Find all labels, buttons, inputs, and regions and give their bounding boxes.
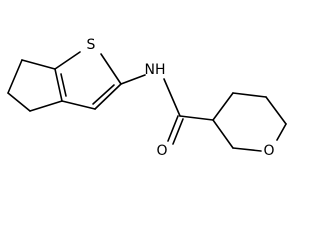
bond-c2-c3-inner [92, 84, 115, 105]
molecule-structure: S NH O O [7, 37, 287, 159]
bond-c3-c3a [61, 100, 96, 110]
ring-oxygen-label: O [263, 143, 274, 159]
amide-group [120, 74, 214, 145]
bond-c2-n [120, 74, 146, 85]
bond-carbonyl-ring [179, 115, 214, 121]
bond-c6-c5 [7, 59, 23, 94]
carbonyl-oxygen-label: O [156, 143, 167, 159]
bond-c5-c4 [7, 92, 31, 112]
bond-c6a-s [54, 51, 81, 70]
bond-c2-c3 [94, 83, 122, 110]
bond-c2-c3-pyran [212, 119, 234, 149]
sulfur-atom-label: S [87, 37, 96, 53]
cyclopentane-ring [7, 59, 63, 112]
bond-s-c2 [100, 53, 122, 85]
tetrahydropyran-ring [212, 92, 287, 152]
bond-c6a-c6 [21, 59, 56, 70]
bond-carbonyl-o [167, 115, 179, 142]
bond-c6a-c3a-inner [60, 73, 67, 97]
amide-nitrogen-label: NH [145, 62, 166, 78]
bond-c4-c3a [29, 100, 63, 112]
bond-carbonyl-o-second [172, 118, 184, 145]
bond-c3-c4-pyran [212, 92, 234, 121]
bond-o-c2-pyran [232, 147, 262, 152]
bond-n-carbonyl [163, 78, 181, 117]
bond-c5-c6-pyran [265, 96, 287, 125]
thiophene-ring [54, 51, 122, 110]
bond-c4-c5-pyran [232, 92, 267, 98]
bond-c6-o-pyran [276, 123, 287, 141]
bond-c6a-c3a [54, 68, 63, 102]
